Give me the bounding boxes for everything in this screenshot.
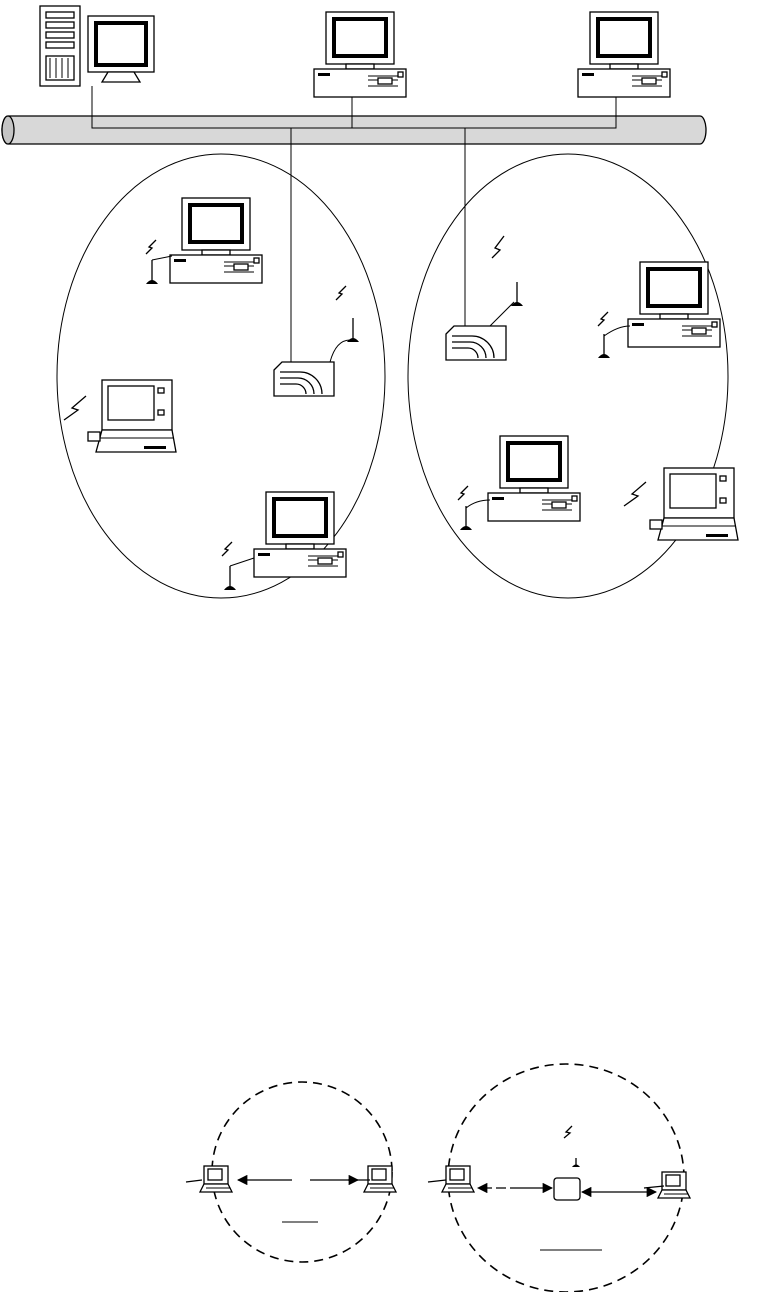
laptop-right bbox=[650, 468, 738, 540]
desktop-pc-right-1 bbox=[628, 262, 720, 347]
adhoc-network bbox=[186, 1082, 396, 1262]
desktop-pc-wired-2 bbox=[578, 12, 670, 97]
lightning-icon bbox=[64, 396, 86, 420]
access-point-right bbox=[446, 326, 506, 360]
access-point-left bbox=[274, 362, 334, 396]
desktop-pc-left-1 bbox=[170, 198, 262, 283]
lightning-icon bbox=[146, 240, 156, 254]
laptop-infra-1 bbox=[442, 1166, 474, 1192]
laptop-adhoc-1 bbox=[200, 1166, 232, 1192]
laptop-adhoc-2 bbox=[364, 1166, 396, 1192]
lightning-icon bbox=[336, 286, 346, 300]
antenna-icon bbox=[224, 558, 254, 590]
antenna-icon bbox=[572, 1158, 580, 1167]
antenna-icon bbox=[146, 256, 172, 284]
laptop-infra-2 bbox=[658, 1172, 690, 1198]
antenna-icon bbox=[511, 282, 523, 306]
adhoc-range-boundary bbox=[212, 1082, 392, 1262]
antenna-icon bbox=[460, 500, 490, 530]
desktop-pc-right-2 bbox=[488, 436, 580, 521]
lightning-icon bbox=[492, 236, 504, 258]
server-with-monitor bbox=[40, 6, 154, 86]
laptop-left bbox=[88, 380, 176, 452]
antenna-icon bbox=[347, 318, 359, 342]
infrastructure-network bbox=[428, 1064, 690, 1292]
access-point-box bbox=[554, 1178, 580, 1200]
lightning-icon bbox=[222, 542, 232, 556]
desktop-pc-left-2 bbox=[254, 492, 346, 577]
antenna-icon bbox=[598, 326, 630, 358]
backbone-cable bbox=[2, 116, 706, 144]
desktop-pc-wired-1 bbox=[314, 12, 406, 97]
lightning-icon bbox=[458, 486, 468, 500]
lightning-icon bbox=[598, 312, 608, 326]
lightning-icon bbox=[624, 482, 646, 506]
lightning-icon bbox=[564, 1126, 572, 1138]
